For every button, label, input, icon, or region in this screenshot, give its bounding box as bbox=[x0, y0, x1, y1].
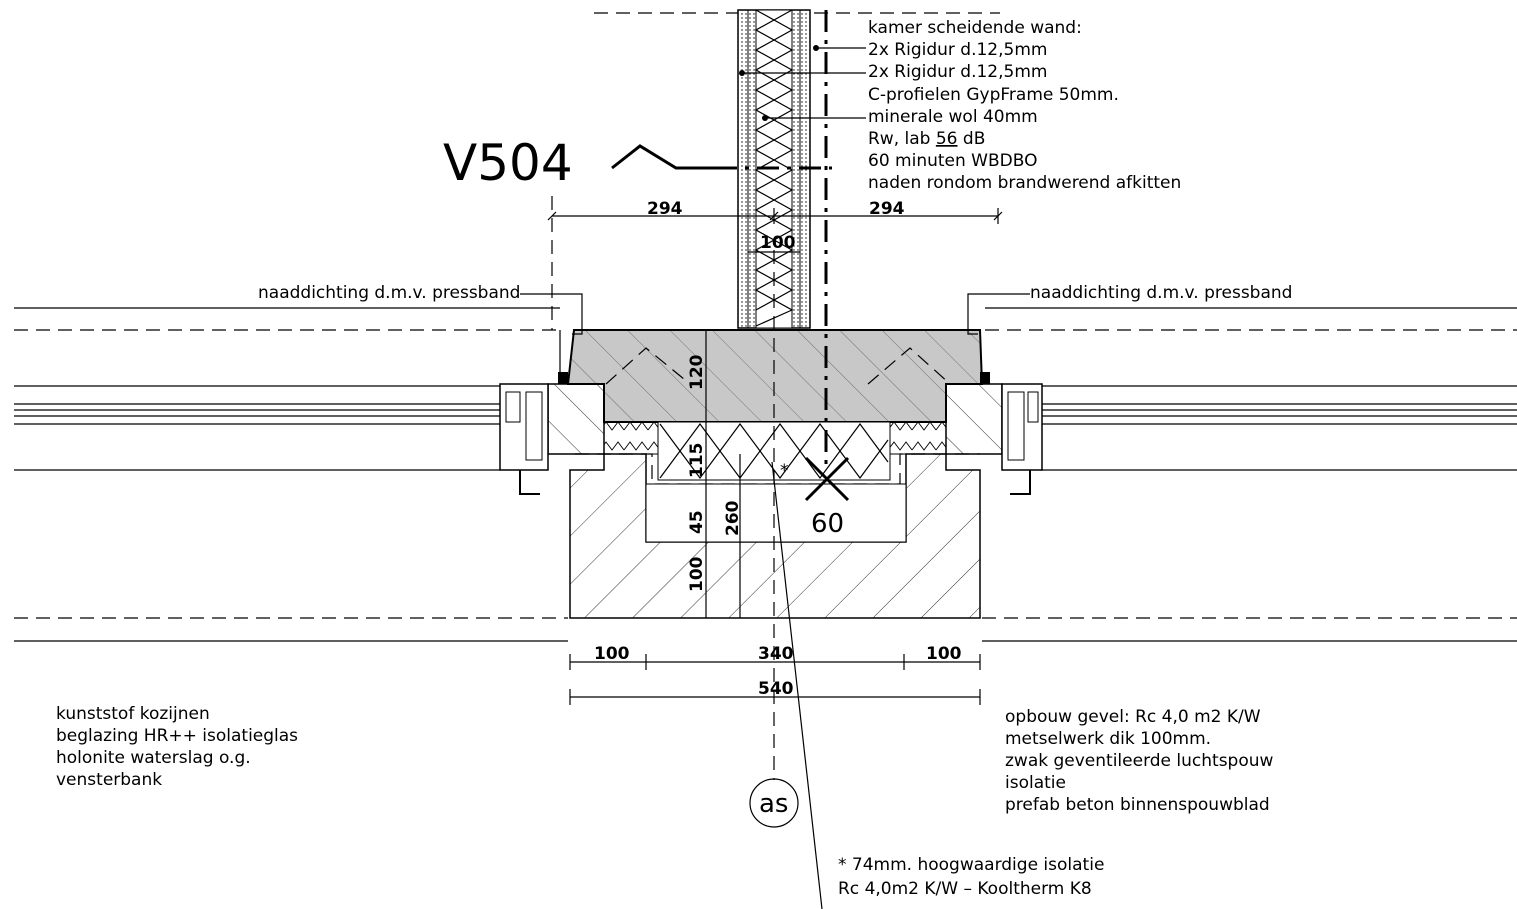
seal-leaders bbox=[520, 293, 1030, 335]
facade-note-line: metselwerk dik 100mm. bbox=[1005, 729, 1211, 749]
wall-note-line: 2x Rigidur d.12,5mm bbox=[868, 40, 1047, 60]
axis-label: as bbox=[759, 789, 788, 819]
insulation-note-line: * 74mm. hoogwaardige isolatie bbox=[838, 855, 1104, 875]
wall-note-line: 2x Rigidur d.12,5mm bbox=[868, 62, 1047, 82]
wall-note-line: 60 minuten WBDBO bbox=[868, 151, 1037, 171]
dim-label: 294 bbox=[869, 199, 905, 219]
wall-note: kamer scheidende wand: 2x Rigidur d.12,5… bbox=[868, 18, 1181, 193]
vertical-dimensions: 120 115 45 260 100 bbox=[687, 330, 743, 618]
left-note-line: vensterbank bbox=[56, 770, 162, 790]
fire-rating-label: 60 bbox=[811, 509, 844, 539]
dim-label: 340 bbox=[758, 644, 794, 664]
dim-label: 540 bbox=[758, 679, 794, 699]
seal-label-left: naaddichting d.m.v. pressband bbox=[258, 283, 520, 303]
dim-label: 45 bbox=[687, 510, 707, 534]
left-note: kunststof kozijnen beglazing HR++ isolat… bbox=[56, 704, 298, 790]
wall-note-leaders bbox=[739, 45, 866, 121]
dim-label: 100 bbox=[687, 556, 707, 592]
rw-value-line: Rw, lab 56 dB bbox=[868, 129, 985, 149]
left-note-line: beglazing HR++ isolatieglas bbox=[56, 726, 298, 746]
insulation-note-line: Rc 4,0m2 K/W – Kooltherm K8 bbox=[838, 879, 1092, 899]
top-dimension: 294 294 100 bbox=[547, 196, 1003, 330]
facade-note-line: zwak geventileerde luchtspouw bbox=[1005, 751, 1274, 771]
window-frame-left bbox=[499, 330, 605, 495]
dim-label: 100 bbox=[760, 233, 796, 253]
facade-note-line: opbouw gevel: Rc 4,0 m2 K/W bbox=[1005, 707, 1261, 727]
concrete-floor-slab bbox=[566, 329, 984, 423]
facade-lines-right bbox=[982, 307, 1517, 642]
facade-note-line: isolatie bbox=[1005, 773, 1066, 793]
fire-rating-cross bbox=[804, 456, 850, 502]
dim-label: 120 bbox=[687, 354, 707, 390]
dim-label: 294 bbox=[647, 199, 683, 219]
wall-note-line: minerale wol 40mm bbox=[868, 107, 1038, 127]
window-frame-right bbox=[945, 372, 1043, 495]
dim-label: 100 bbox=[926, 644, 962, 664]
asterisk-mark: * bbox=[780, 461, 789, 481]
insulation-leader bbox=[771, 461, 823, 909]
insulation-note: * 74mm. hoogwaardige isolatie Rc 4,0m2 K… bbox=[838, 855, 1104, 899]
seal-label-right: naaddichting d.m.v. pressband bbox=[1030, 283, 1292, 303]
axis-bubble bbox=[749, 778, 799, 828]
dim-label: 115 bbox=[687, 443, 707, 479]
facade-note-line: prefab beton binnenspouwblad bbox=[1005, 795, 1270, 815]
dim-label: 100 bbox=[594, 644, 630, 664]
facade-lines-left bbox=[14, 307, 568, 642]
wall-note-title: kamer scheidende wand: bbox=[868, 18, 1082, 38]
detail-id: V504 bbox=[443, 134, 573, 192]
wall-note-line: naden rondom brandwerend afkitten bbox=[868, 173, 1181, 193]
dim-label: 260 bbox=[723, 500, 743, 536]
wall-note-line: C-profielen GypFrame 50mm. bbox=[868, 85, 1119, 105]
facade-note: opbouw gevel: Rc 4,0 m2 K/W metselwerk d… bbox=[1005, 707, 1274, 815]
left-note-line: kunststof kozijnen bbox=[56, 704, 210, 724]
section-cut-marker bbox=[611, 144, 832, 170]
bottom-dimensions: 100 340 100 540 bbox=[569, 644, 981, 705]
left-note-line: holonite waterslag o.g. bbox=[56, 748, 251, 768]
